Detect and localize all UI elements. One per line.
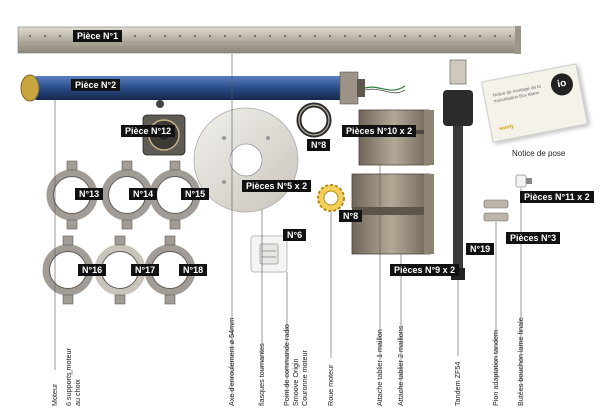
tag-piece-8-wheel: N°8 [339, 210, 363, 222]
notice-caption: Notice de pose [512, 149, 566, 158]
axle-hole [373, 34, 377, 38]
motor-ring-crown [296, 102, 332, 138]
axle-hole [313, 34, 317, 38]
tag-piece-9: Pièces N°9 x 2 [390, 264, 460, 276]
tag-piece-8-ring: N°8 [307, 139, 331, 151]
tag-piece-19: N°19 [466, 243, 495, 255]
axle-hole [358, 34, 362, 38]
tag-piece-12: Pièce N°12 [121, 125, 176, 137]
label-roue: Roue moteur [326, 364, 335, 406]
axle-hole [463, 34, 467, 38]
axle-hole [253, 34, 257, 38]
tag-piece-14: N°14 [129, 188, 158, 200]
tag-piece-15: N°15 [181, 188, 210, 200]
label-moteur: Moteur [50, 383, 59, 406]
io-logo: io [549, 71, 575, 98]
axle-hole [478, 34, 482, 38]
tag-piece-16: N°16 [78, 264, 107, 276]
label-attache-1: Attache tablier 1 maillon [375, 329, 384, 406]
axle-hole [493, 34, 497, 38]
label-point-line2: Smoove Origin [291, 358, 300, 406]
label-supports-line2: au choix [73, 379, 82, 406]
tandem-adapter-pins [483, 199, 509, 222]
axle-hole [163, 34, 167, 38]
axle-hole [148, 34, 152, 38]
tag-piece-11: Pièces N°11 x 2 [520, 191, 594, 203]
axle-hole [508, 34, 512, 38]
label-supports-line1: 6 supports moteur [64, 348, 73, 406]
label-attache-2: Attache tablier 2 maillons [396, 325, 405, 406]
tag-piece-1: Pièce N°1 [73, 30, 123, 42]
tag-piece-3: Pièces N°3 [506, 232, 561, 244]
axle-hole [178, 34, 182, 38]
label-point-line3: Couronne moteur [300, 350, 309, 406]
tag-piece-5: Pièces N°5 x 2 [242, 180, 312, 192]
axle-hole [133, 34, 137, 38]
axle-hole [223, 34, 227, 38]
apron-fastener-2-links [351, 173, 434, 255]
label-axe: Axe d'enroulement ø 54mm [227, 317, 236, 406]
remote-control-switch [250, 235, 288, 273]
label-butees: Butées bouchon lame finale [516, 317, 525, 406]
axle-hole [193, 34, 197, 38]
rotating-flange [193, 107, 299, 213]
axle-hole [328, 34, 332, 38]
end-stops [515, 174, 532, 188]
tag-piece-6: N°6 [283, 229, 307, 241]
notice-card-text: Notice de montage de la motorisation Box… [492, 83, 542, 104]
axle-hole [238, 34, 242, 38]
axle-hole [448, 34, 452, 38]
axle-hole [298, 34, 302, 38]
axle-hole [403, 34, 407, 38]
label-flasques: flasques tournantes [257, 343, 266, 406]
label-pion: Pion adaptation tandem [491, 330, 500, 406]
tag-piece-18: N°18 [179, 264, 208, 276]
brand-wordmark: somfy [498, 123, 515, 133]
motor-supports [42, 160, 201, 305]
motor-wheel-gear [317, 184, 345, 212]
axle-hole [418, 34, 422, 38]
axle-hole [433, 34, 437, 38]
axle-hole [208, 34, 212, 38]
label-tandem: Tandem ZF54 [453, 361, 462, 406]
tag-piece-2: Pièce N°2 [71, 79, 121, 91]
label-point-line1: Point de commande radio [282, 324, 291, 406]
axle-hole [58, 34, 62, 38]
tag-piece-17: N°17 [131, 264, 160, 276]
apron-fastener-1-link [358, 109, 434, 166]
axle-hole [388, 34, 392, 38]
axle-hole [343, 34, 347, 38]
axle-hole [28, 34, 32, 38]
axle-hole [43, 34, 47, 38]
tag-piece-10: Pièces N°10 x 2 [342, 125, 417, 137]
leader-lines [54, 54, 522, 398]
tag-piece-13: N°13 [75, 188, 104, 200]
axle-hole [268, 34, 272, 38]
axle-hole [283, 34, 287, 38]
